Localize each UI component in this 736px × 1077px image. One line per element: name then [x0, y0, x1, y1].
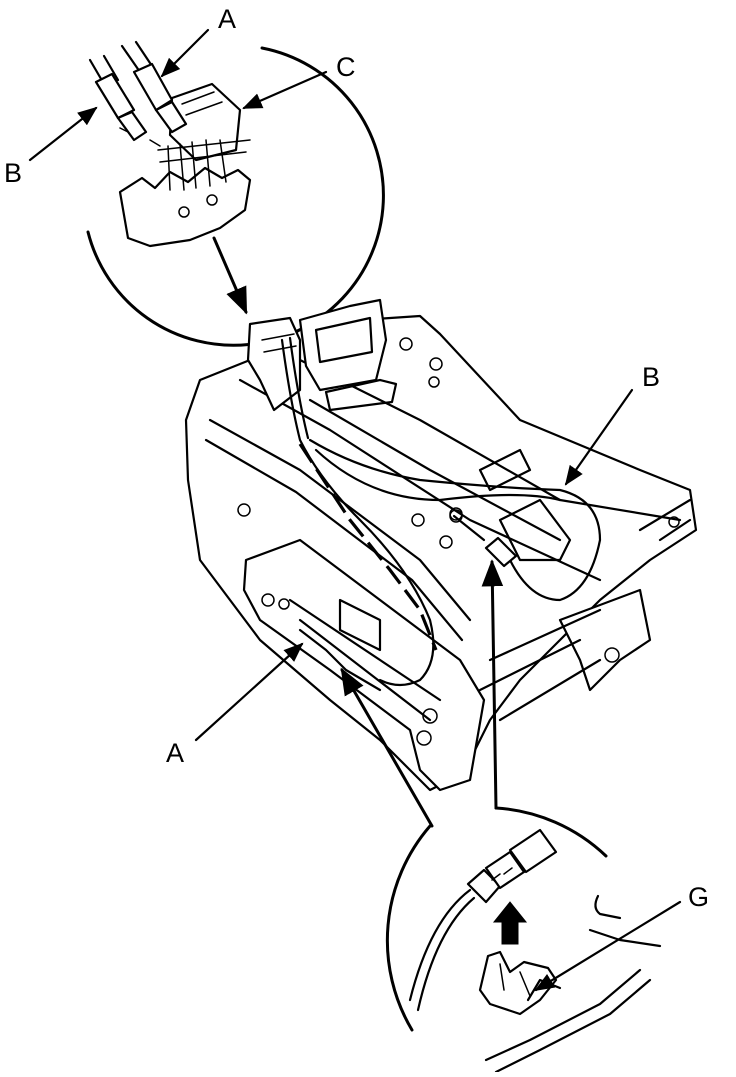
callout-b-right: B: [642, 362, 660, 392]
arrow-inset-to-bracket: [212, 236, 248, 315]
bottom-detail-inset: [385, 806, 662, 1074]
callout-c: C: [336, 52, 356, 82]
top-inset-circle: [86, 46, 385, 347]
arrow-inset-to-connector-b: [481, 559, 504, 810]
leader-lines: [28, 28, 682, 992]
callout-b-left: B: [4, 158, 22, 188]
leader-g: [534, 900, 682, 992]
wire-harness: [280, 336, 602, 692]
callout-g: G: [688, 882, 709, 912]
callout-a-bottom: A: [166, 738, 184, 768]
seat-frame: [184, 298, 698, 792]
clip-g: [478, 950, 558, 1016]
leader-a-top: [160, 28, 210, 78]
callout-labels: A C B B A G: [4, 4, 709, 912]
push-up-arrow: [492, 901, 528, 945]
bottom-inset-circle: [385, 824, 432, 1032]
leader-c: [242, 70, 328, 110]
callout-a-top: A: [218, 4, 236, 34]
leader-a-bottom: [194, 642, 304, 742]
arrow-inset-to-connector-a: [340, 667, 434, 828]
leader-b-right: [564, 388, 634, 486]
top-detail-inset: [86, 40, 385, 347]
leader-b-left: [28, 106, 98, 162]
upper-bracket: [298, 298, 388, 392]
connector-bracket: [246, 316, 302, 412]
